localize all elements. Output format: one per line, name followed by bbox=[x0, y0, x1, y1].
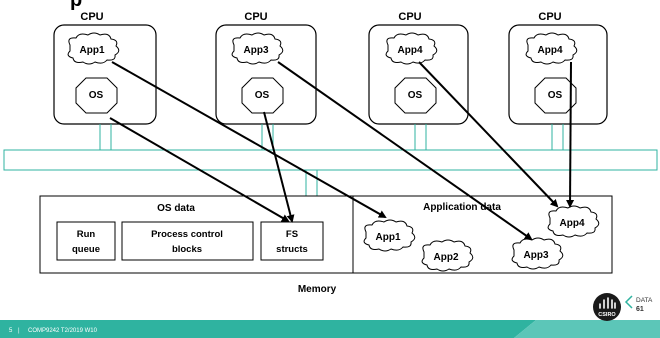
run-queue-line1: Run bbox=[77, 229, 96, 240]
arrows bbox=[109, 61, 575, 241]
footer-bar bbox=[0, 320, 536, 338]
data61-line2: 61 bbox=[636, 306, 644, 313]
app-label: App1 bbox=[80, 45, 105, 56]
arrow-app1-to-mem bbox=[111, 61, 387, 218]
csiro-logo: CSIRO bbox=[593, 293, 621, 321]
cpu-node-1: CPU App1 OS bbox=[53, 11, 157, 125]
cpu-node-4: CPU App4 OS bbox=[508, 11, 608, 125]
process-control-blocks-box bbox=[121, 221, 254, 261]
app-cloud bbox=[67, 32, 120, 65]
os-label: OS bbox=[255, 90, 270, 101]
memory: OS data Run queue Process control blocks… bbox=[39, 195, 613, 295]
cpu-node-2: CPU App3 OS bbox=[215, 11, 317, 125]
mem-app-label: App1 bbox=[376, 232, 401, 243]
mem-app-label: App3 bbox=[524, 250, 549, 261]
os-octagon bbox=[534, 77, 577, 114]
app-cloud bbox=[525, 32, 578, 65]
arrow-app3-to-mem bbox=[277, 61, 533, 241]
os-label: OS bbox=[408, 90, 423, 101]
os-octagon bbox=[241, 77, 284, 114]
course-label: COMP9242 T2/2019 W10 bbox=[28, 328, 98, 334]
footer-separator: | bbox=[18, 328, 20, 334]
page-number: 5 bbox=[9, 328, 13, 334]
app-cloud bbox=[363, 219, 416, 252]
arrow-os-to-fs bbox=[263, 111, 295, 223]
footer: 5 | COMP9242 T2/2019 W10 bbox=[0, 320, 660, 338]
pcb-line2: blocks bbox=[172, 244, 202, 255]
app-label: App3 bbox=[244, 45, 269, 56]
app-label: App4 bbox=[538, 45, 563, 56]
os-octagon bbox=[75, 77, 118, 114]
app-label: App4 bbox=[398, 45, 423, 56]
title-fragment: p bbox=[70, 0, 82, 11]
fs-structs-line1: FS bbox=[286, 229, 298, 240]
cpu-label: CPU bbox=[538, 11, 561, 23]
memory-label: Memory bbox=[298, 284, 337, 295]
data61-bracket bbox=[624, 295, 633, 309]
arrow-os-to-fs bbox=[109, 117, 290, 223]
csiro-logo-circle bbox=[593, 293, 621, 321]
pcb-line1: Process control bbox=[151, 229, 223, 240]
footer-accent bbox=[514, 320, 660, 338]
csiro-logo-mark bbox=[599, 297, 616, 309]
cpu-label: CPU bbox=[244, 11, 267, 23]
os-label: OS bbox=[89, 90, 104, 101]
bus-bar bbox=[3, 149, 658, 171]
os-data-title: OS data bbox=[157, 203, 195, 214]
app-cloud bbox=[421, 239, 474, 272]
mem-app-label: App4 bbox=[560, 218, 585, 229]
app-data-title: Application data bbox=[423, 202, 501, 213]
os-label: OS bbox=[548, 90, 563, 101]
data61-line1: DATA bbox=[636, 297, 653, 304]
app-cloud bbox=[231, 32, 284, 65]
arrow-app4-to-mem bbox=[566, 61, 575, 208]
run-queue-line2: queue bbox=[72, 244, 100, 255]
system-bus bbox=[3, 124, 658, 196]
cpu-node-3: CPU App4 OS bbox=[368, 11, 469, 125]
run-queue-box bbox=[56, 221, 116, 261]
cpu-label: CPU bbox=[80, 11, 103, 23]
mem-app-label: App2 bbox=[434, 252, 459, 263]
csiro-logo-text: CSIRO bbox=[598, 312, 616, 318]
data61-logo: DATA 61 bbox=[624, 295, 653, 313]
fs-structs-line2: structs bbox=[276, 244, 308, 255]
arrow-app4-to-mem bbox=[418, 61, 559, 208]
cpu-label: CPU bbox=[398, 11, 421, 23]
app-cloud bbox=[385, 32, 438, 65]
os-octagon bbox=[394, 77, 437, 114]
